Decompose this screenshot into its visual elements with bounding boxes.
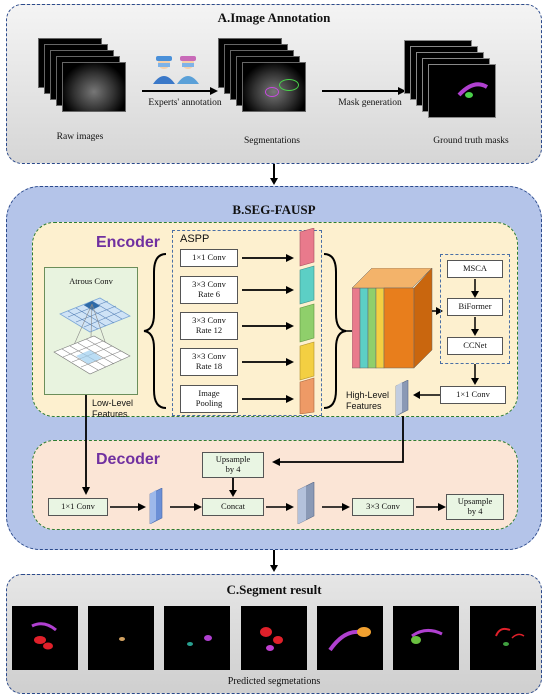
left-brace xyxy=(143,253,167,409)
aspp-conv-rate18: 3×3 Conv Rate 18 xyxy=(180,348,238,376)
aspp-arrows xyxy=(242,254,294,403)
raw-images-stack xyxy=(38,38,138,128)
conv-1x1-right: 1×1 Conv xyxy=(440,386,506,404)
predicted-results-row xyxy=(12,606,538,670)
arrow-mask xyxy=(322,87,406,95)
aspp-group xyxy=(172,230,322,416)
dec-conv-1x1: 1×1 Conv xyxy=(48,498,108,516)
mask-generation-label: Mask generation xyxy=(338,98,402,108)
arrow-low-level-down xyxy=(82,395,90,495)
decoder-title: Decoder xyxy=(96,451,161,468)
segmentations-label: Segmentations xyxy=(244,136,300,146)
aspp-image-pooling: Image Pooling xyxy=(180,385,238,413)
ground-truth-stack xyxy=(404,40,514,130)
module-arrows xyxy=(471,279,479,336)
atrous-conv-label: Atrous Conv xyxy=(69,276,113,286)
upsample-by-4-top: Upsample by 4 xyxy=(202,452,264,478)
segmentations-stack xyxy=(218,38,318,128)
encoder-title: Encoder xyxy=(96,234,161,251)
high-level-feature xyxy=(394,379,412,421)
arrow-to-high-level xyxy=(413,391,440,399)
concat-feature-block xyxy=(351,267,434,377)
experts-label: Experts' annotation xyxy=(148,98,222,108)
arrow-dec-4 xyxy=(322,503,350,511)
ground-truth-label: Ground truth masks xyxy=(433,136,509,146)
aspp-feature-maps xyxy=(296,227,318,419)
aspp-conv1x1: 1×1 Conv xyxy=(180,249,238,267)
decoder-region xyxy=(32,440,518,530)
biformer-box: BiFormer xyxy=(447,298,503,316)
dec-feature-2 xyxy=(296,481,318,529)
dec-conv-3x3: 3×3 Conv xyxy=(352,498,414,516)
attention-modules-group xyxy=(440,254,510,364)
aspp-conv-rate6: 3×3 Conv Rate 6 xyxy=(180,276,238,304)
arrow-dec-2 xyxy=(170,503,202,511)
arrow-high-level-to-upsample xyxy=(272,416,404,466)
predicted-caption: Predicted segmetations xyxy=(227,676,321,687)
arrow-to-modules xyxy=(432,307,443,315)
panel-c-title: C.Segment result xyxy=(226,582,322,597)
arrow-experts xyxy=(142,87,218,95)
raw-images-label: Raw images xyxy=(56,132,104,142)
arrow-dec-1 xyxy=(110,503,146,511)
concat-box: Concat xyxy=(202,498,264,516)
ccnet-box: CCNet xyxy=(447,337,503,355)
arrow-dec-5 xyxy=(416,503,446,511)
aspp-conv-rate12: 3×3 Conv Rate 12 xyxy=(180,312,238,340)
upsample-by-4-output: Upsample by 4 xyxy=(446,494,504,520)
panel-a-title: A.Image Annotation xyxy=(217,10,331,25)
high-level-label: High-Level Features xyxy=(346,390,390,411)
low-level-label: Low-Level Features xyxy=(92,398,134,419)
panel-b-title: B.SEG-FAUSP xyxy=(232,202,316,217)
atrous-grid-icon xyxy=(53,297,131,375)
right-brace xyxy=(323,253,352,409)
arrow-b-to-c xyxy=(270,550,278,572)
arrow-dec-3 xyxy=(266,503,294,511)
msca-box: MSCA xyxy=(447,260,503,278)
arrow-to-conv-right xyxy=(471,364,479,385)
arrow-a-to-b xyxy=(270,164,278,185)
experts-icon xyxy=(150,54,202,84)
aspp-label: ASPP xyxy=(180,233,210,245)
dec-feature-1 xyxy=(148,487,166,529)
arrow-upsample-to-concat xyxy=(229,478,237,497)
